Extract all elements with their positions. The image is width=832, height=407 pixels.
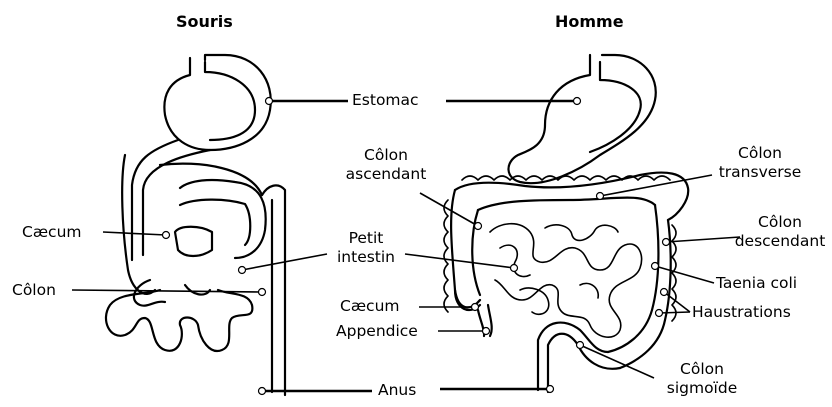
label-anus: Anus: [378, 381, 416, 400]
label-colon-souris: Côlon: [12, 281, 56, 300]
label-colon-descendant-line1: Côlon: [730, 213, 830, 232]
title-souris: Souris: [176, 12, 233, 31]
label-colon-descendant: Côlon descendant: [730, 213, 830, 251]
label-petit-intestin-line2: intestin: [318, 248, 414, 267]
label-markers: [163, 98, 670, 395]
label-colon-sigmoide: Côlon sigmoïde: [652, 360, 752, 398]
label-colon-ascendant: Côlon ascendant: [333, 146, 439, 184]
label-colon-ascendant-line2: ascendant: [333, 165, 439, 184]
mouse-digestive-tract: [106, 55, 285, 395]
label-colon-transverse-line1: Côlon: [705, 144, 815, 163]
label-colon-transverse: Côlon transverse: [705, 144, 815, 182]
title-homme: Homme: [555, 12, 624, 31]
label-haustrations: Haustrations: [692, 303, 791, 322]
label-colon-sigmoide-line1: Côlon: [652, 360, 752, 379]
label-estomac: Estomac: [352, 91, 419, 110]
label-colon-transverse-line2: transverse: [705, 163, 815, 182]
label-taenia-coli: Taenia coli: [716, 274, 797, 293]
label-colon-sigmoide-line2: sigmoïde: [652, 379, 752, 398]
label-colon-descendant-line2: descendant: [730, 232, 830, 251]
label-caecum-homme: Cæcum: [340, 297, 400, 316]
label-caecum-souris: Cæcum: [22, 223, 82, 242]
label-colon-ascendant-line1: Côlon: [333, 146, 439, 165]
label-petit-intestin: Petit intestin: [318, 229, 414, 267]
label-appendice: Appendice: [336, 322, 418, 341]
label-petit-intestin-line1: Petit: [318, 229, 414, 248]
